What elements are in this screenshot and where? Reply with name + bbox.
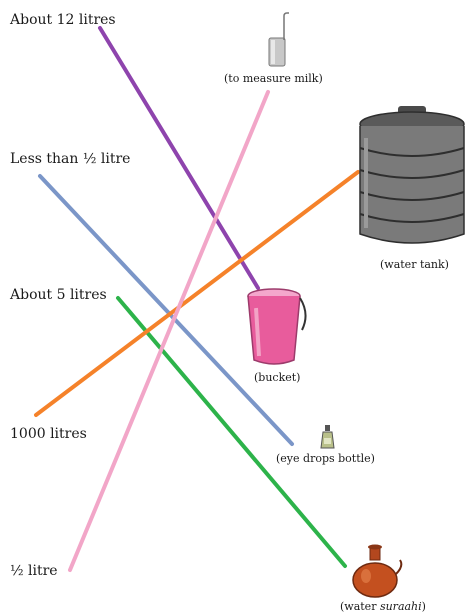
caption-water-tank: (water tank) — [380, 258, 449, 271]
quantity-label-about-12-litres: About 12 litres — [10, 12, 116, 28]
water-tank-icon — [359, 106, 465, 244]
milk-measure-icon — [268, 12, 289, 67]
caption-eye-drops-bottle: (eye drops bottle) — [276, 452, 375, 465]
match-line-5-litres-suraahi — [116, 296, 347, 568]
caption-to-measure-milk: (to measure milk) — [224, 72, 323, 85]
match-line-half-litre-milk — [68, 90, 270, 572]
quantity-label-less-than-half-litre: Less than ½ litre — [10, 151, 131, 167]
quantity-label-half-litre: ½ litre — [10, 563, 58, 579]
match-line-1000-litres-tank — [34, 170, 360, 417]
match-line-less-half-eye-drops — [38, 174, 294, 446]
quantity-label-about-5-litres: About 5 litres — [10, 287, 107, 303]
water-suraahi-icon — [352, 544, 403, 598]
match-line-12-litres-bucket — [98, 26, 260, 290]
eye-drops-bottle-icon — [320, 425, 335, 449]
caption-water-suraahi: (water suraahi) — [340, 600, 426, 613]
bucket-icon — [247, 288, 307, 365]
quantity-label-1000-litres: 1000 litres — [10, 426, 87, 442]
caption-bucket: (bucket) — [254, 371, 301, 384]
